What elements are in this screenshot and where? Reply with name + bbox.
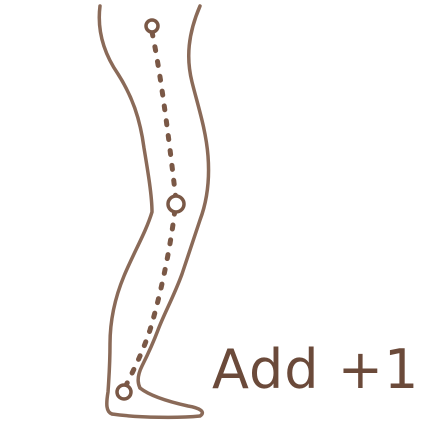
leg-outline-front xyxy=(136,4,211,390)
add-plus-one-label: Add +1 xyxy=(212,338,420,401)
ankle-joint-marker xyxy=(115,383,133,401)
leg-outline-back xyxy=(97,4,154,416)
knee-joint-marker xyxy=(166,194,186,214)
alignment-line xyxy=(121,29,179,393)
leg-outline-foot xyxy=(110,386,205,420)
hip-joint-marker xyxy=(144,18,160,34)
